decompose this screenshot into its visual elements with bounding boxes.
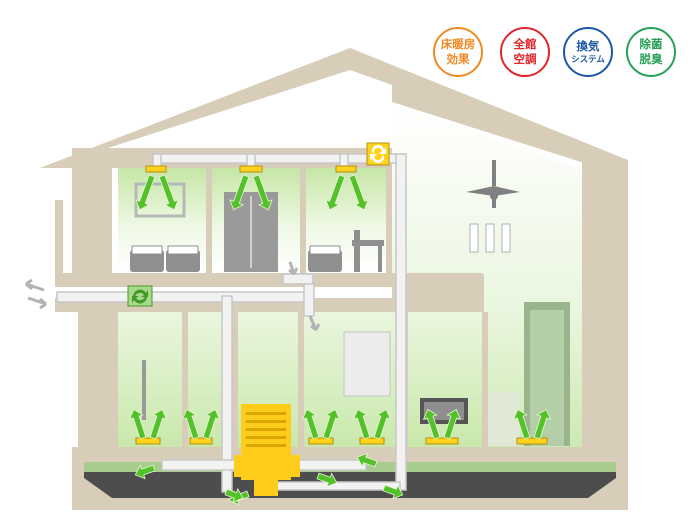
up-arrow-11 bbox=[512, 408, 531, 440]
duct-underfloor-right bbox=[291, 459, 367, 471]
ceiling-vent-3 bbox=[335, 165, 357, 173]
up-arrow-4 bbox=[202, 408, 221, 440]
air-conditioner-unit bbox=[234, 404, 300, 496]
lower-wall-2 bbox=[232, 312, 238, 448]
chair bbox=[354, 230, 360, 272]
desk bbox=[352, 240, 384, 246]
badge-sterilization-line1: 除菌 bbox=[639, 37, 663, 51]
bed-2 bbox=[166, 250, 200, 272]
badge-floor-heating: 床暖房 効果 bbox=[433, 27, 483, 77]
lower-room-1 bbox=[118, 312, 182, 448]
ceiling-vents bbox=[145, 165, 357, 173]
down-arrow-4 bbox=[252, 174, 273, 211]
down-arrow-1 bbox=[135, 174, 156, 211]
mezzanine-slab bbox=[392, 274, 484, 312]
intake-arrow bbox=[27, 296, 47, 310]
duct-vertical-main bbox=[395, 153, 407, 491]
badge-ventilation-system-line1: 換気 bbox=[576, 38, 600, 53]
up-arrow-8 bbox=[373, 408, 392, 440]
balcony-slab bbox=[55, 273, 483, 287]
exterior-wall-left-upper bbox=[72, 148, 112, 273]
exterior-wall-right bbox=[582, 160, 628, 456]
badge-whole-house-ac: 全館 空調 bbox=[500, 27, 550, 77]
badge-whole-house-ac-line2: 空調 bbox=[513, 52, 537, 66]
upper-wall-2 bbox=[300, 168, 306, 274]
duct-return-vertical bbox=[303, 279, 315, 317]
ceiling-vent-2 bbox=[239, 165, 263, 173]
up-arrow-3 bbox=[181, 408, 200, 440]
ground-floor-slab bbox=[72, 447, 628, 457]
underfloor-arrow-5 bbox=[382, 484, 404, 500]
window-2 bbox=[485, 223, 495, 253]
roof-inner bbox=[108, 70, 392, 148]
up-arrow-7 bbox=[352, 408, 371, 440]
up-arrow-9 bbox=[422, 408, 441, 440]
shower-pole bbox=[142, 360, 146, 420]
bed-1 bbox=[130, 250, 164, 272]
underfloor-arrow-1 bbox=[134, 464, 156, 480]
heat-exchanger-icon bbox=[127, 285, 153, 307]
bed-3 bbox=[308, 250, 342, 272]
exhaust-arrow bbox=[25, 278, 45, 292]
curtain bbox=[343, 331, 391, 397]
upper-wall-1 bbox=[206, 168, 212, 274]
badge-ventilation-system: 換気 システム bbox=[563, 27, 613, 77]
lower-wall-5 bbox=[482, 312, 488, 448]
duct-return-top bbox=[282, 273, 314, 285]
up-arrow-12 bbox=[533, 408, 552, 440]
ceiling-fan-icon bbox=[466, 160, 520, 208]
badge-ventilation-system-line2: システム bbox=[571, 54, 605, 65]
bed-3-pillow bbox=[309, 245, 341, 255]
down-arrow-2 bbox=[158, 174, 179, 211]
badge-sterilization-line2: 脱臭 bbox=[639, 52, 663, 66]
badge-floor-heating-line1: 床暖房 bbox=[440, 37, 476, 51]
lower-wall-3 bbox=[298, 312, 304, 448]
ducts bbox=[56, 153, 407, 493]
lower-room-5 bbox=[408, 312, 482, 448]
down-arrow-6 bbox=[348, 174, 369, 211]
floor-vent-2 bbox=[189, 437, 213, 445]
duct-underfloor-left bbox=[161, 459, 243, 471]
underfloor-arrow-6 bbox=[224, 487, 244, 503]
balcony-rail bbox=[55, 200, 63, 280]
floor-vent-3 bbox=[308, 437, 334, 445]
up-arrow-5 bbox=[301, 408, 320, 440]
underfloor-arrow-4 bbox=[356, 452, 378, 468]
floor-vent-4 bbox=[359, 437, 385, 445]
exterior-wall-left-lower bbox=[78, 304, 118, 454]
badge-sterilization-deodorization: 除菌 脱臭 bbox=[626, 27, 676, 77]
return-arrow-1 bbox=[288, 261, 299, 276]
up-arrow-10 bbox=[443, 408, 462, 440]
lower-wall-1 bbox=[182, 312, 188, 448]
badge-floor-heating-line2: 効果 bbox=[446, 52, 470, 66]
upper-wall-3 bbox=[386, 168, 392, 274]
badge-whole-house-ac-line1: 全館 bbox=[513, 37, 537, 51]
floor-vents bbox=[135, 437, 548, 445]
wardrobe-door-gap bbox=[250, 196, 252, 268]
outside-air-arrows bbox=[25, 261, 321, 332]
window-1 bbox=[469, 223, 479, 253]
airflow-arrows bbox=[128, 174, 552, 506]
up-arrow-6 bbox=[322, 408, 341, 440]
duct-ventilation-horizontal bbox=[56, 291, 312, 303]
down-arrow-5 bbox=[325, 174, 346, 211]
desk-leg bbox=[378, 246, 382, 272]
up-arrow-2 bbox=[149, 408, 168, 440]
tall-door-inner bbox=[530, 310, 564, 446]
floor-vent-6 bbox=[516, 437, 548, 445]
window-3 bbox=[501, 223, 511, 253]
ceiling-vent-1 bbox=[145, 165, 167, 173]
house-structure bbox=[40, 48, 628, 510]
return-arrow-2 bbox=[308, 315, 321, 332]
down-arrow-3 bbox=[229, 174, 250, 211]
up-arrow-1 bbox=[128, 408, 147, 440]
ventilation-fan-icon bbox=[366, 142, 390, 166]
floor-vent-1 bbox=[135, 437, 161, 445]
bed-1-pillow bbox=[131, 245, 163, 255]
bed-2-pillow bbox=[167, 245, 199, 255]
underfloor-arrow-3 bbox=[316, 472, 338, 488]
floor-vent-5 bbox=[425, 437, 459, 445]
